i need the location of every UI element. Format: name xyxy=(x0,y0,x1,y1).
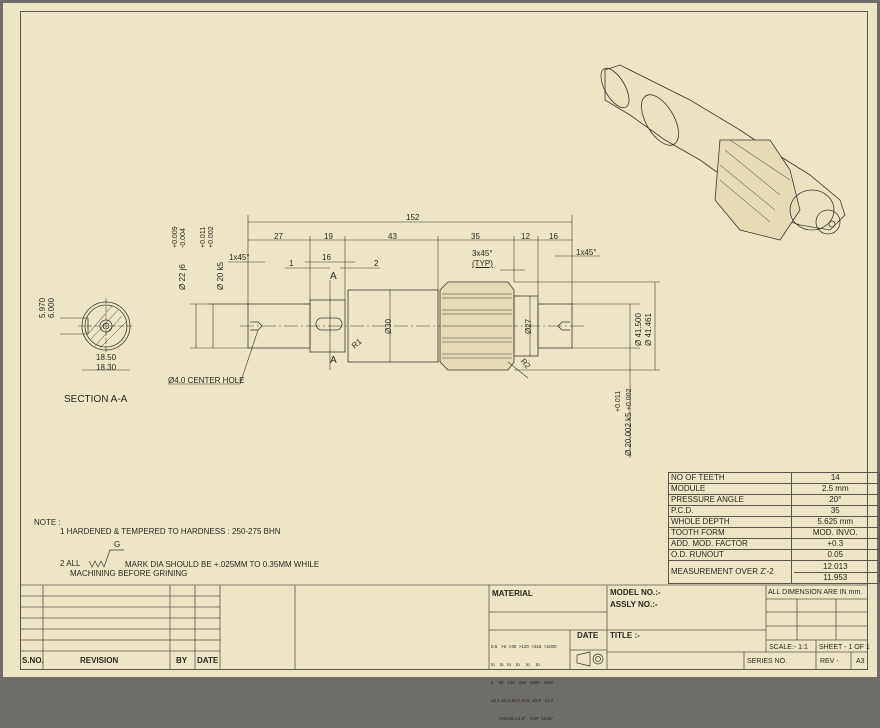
dim-d30: Ø30 xyxy=(384,318,393,334)
dim-keyway-left: 1 xyxy=(289,259,294,268)
section-width-upper: 18.50 xyxy=(96,353,117,362)
sheet-size-label: A3 xyxy=(856,658,865,665)
section-title: SECTION A-A xyxy=(64,394,128,405)
sheet-label: SHEET - 1 OF 1 xyxy=(819,644,870,651)
dim-d22-tol: +0.009 -0.004 xyxy=(172,226,187,248)
scale-label: SCALE:- 1:1 xyxy=(769,644,808,651)
rev-label: REV - xyxy=(820,658,839,665)
dim-keyway-len: 16 xyxy=(322,253,331,262)
section-mark-bottom: A xyxy=(330,355,337,366)
dim-seg-4: 35 xyxy=(471,232,480,241)
section-width-lower: 18.30 xyxy=(96,363,117,372)
tolerance-table: 0.5 >6 >30 >120 >315 >1000 to to to to t… xyxy=(491,644,557,721)
dim-seg-1: 27 xyxy=(274,232,283,241)
series-no-label: SERIES NO. xyxy=(747,658,788,665)
title-label: TITLE :- xyxy=(610,631,640,640)
table-row: ADD. MOD. FACTOR+0.3 xyxy=(668,538,880,550)
dim-overall: 152 xyxy=(406,213,420,222)
note-2-prefix: 2 ALL xyxy=(60,559,81,568)
dim-od: Ø 41.500 Ø 41.461 xyxy=(634,313,653,346)
note-2-text: MARK DIA SHOULD BE +.025MM TO 0.35MM WHI… xyxy=(125,560,320,569)
notes-heading: NOTE : xyxy=(34,518,61,527)
center-hole-label: Ø4.0 CENTER HOLE xyxy=(168,376,245,385)
material-label: MATERIAL xyxy=(492,589,533,598)
dim-d20: Ø 20 k5 xyxy=(216,261,225,290)
dim-keyway-right: 2 xyxy=(374,259,379,268)
rev-header-sno: S.NO. xyxy=(22,656,44,665)
date-label: DATE xyxy=(577,631,599,640)
assly-no-label: ASSLY NO.:- xyxy=(610,600,658,609)
rev-header-revision: REVISION xyxy=(80,656,119,665)
table-row: P.C.D.35 xyxy=(668,505,880,517)
all-dimension-note: ALL DIMENSION ARE IN mm. xyxy=(768,589,863,596)
dim-seg-3: 43 xyxy=(388,232,397,241)
shaft-drawing xyxy=(20,64,868,670)
rev-header-date: DATE xyxy=(197,656,219,665)
dim-d20-tol: +0.011 +0.002 xyxy=(200,226,215,248)
dim-d27: Ø27 xyxy=(524,318,533,334)
note-2-symbol-letter: G xyxy=(114,540,121,549)
isometric-view xyxy=(600,64,846,241)
section-key-dim: 5.970 6.000 xyxy=(38,297,56,318)
rev-header-by: BY xyxy=(176,656,188,665)
dim-d22: Ø 22 j6 xyxy=(178,264,187,290)
dim-seg-2: 19 xyxy=(324,232,333,241)
note-1: 1 HARDENED & TEMPERED TO HARDNESS : 250-… xyxy=(60,527,281,536)
dim-chamfer-typ: (TYP) xyxy=(472,259,493,268)
dim-right-d20: +0.011 Ø 20.002 k5 +0.002 xyxy=(615,388,633,456)
model-no-label: MODEL NO.:- xyxy=(610,588,661,597)
note-2-text2: MACHINING BEFORE GRINING xyxy=(70,569,188,578)
dim-chamfer-left: 1x45° xyxy=(229,253,250,262)
dim-chamfer-gear: 3x45° xyxy=(472,249,493,258)
dim-seg-6: 16 xyxy=(549,232,558,241)
dim-chamfer-right: 1x45° xyxy=(576,248,597,257)
section-mark-top: A xyxy=(330,271,337,282)
drawing-border xyxy=(20,11,868,670)
dim-seg-5: 12 xyxy=(521,232,530,241)
